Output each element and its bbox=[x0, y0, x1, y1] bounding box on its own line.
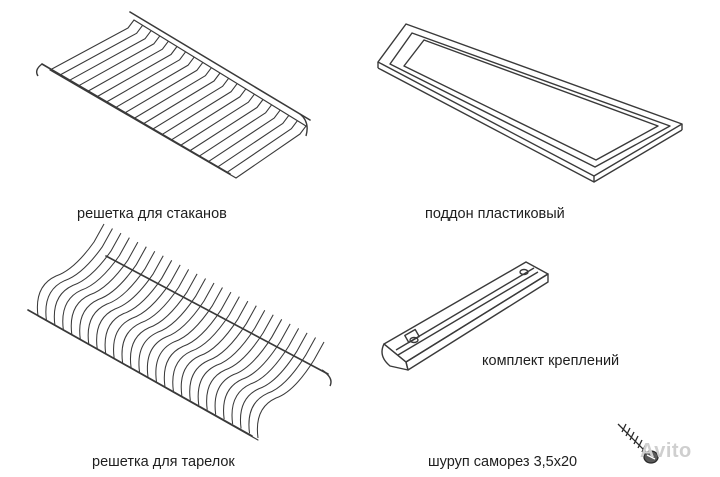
screw-icon bbox=[612, 418, 662, 468]
watermark: Avito bbox=[640, 440, 692, 462]
tray-caption: поддон пластиковый bbox=[425, 206, 565, 222]
glass-rack-caption: решетка для стаканов bbox=[77, 206, 227, 222]
screw-caption: шуруп саморез 3,5х20 bbox=[428, 454, 578, 470]
fastener-kit-illustration bbox=[376, 252, 556, 377]
plate-rack-caption: решетка для тарелок bbox=[92, 454, 235, 470]
plate-rack-illustration bbox=[22, 223, 342, 441]
glass-rack-illustration bbox=[30, 8, 320, 183]
fastener-kit-caption: комплект креплений bbox=[482, 353, 620, 369]
tray-illustration bbox=[376, 20, 686, 183]
